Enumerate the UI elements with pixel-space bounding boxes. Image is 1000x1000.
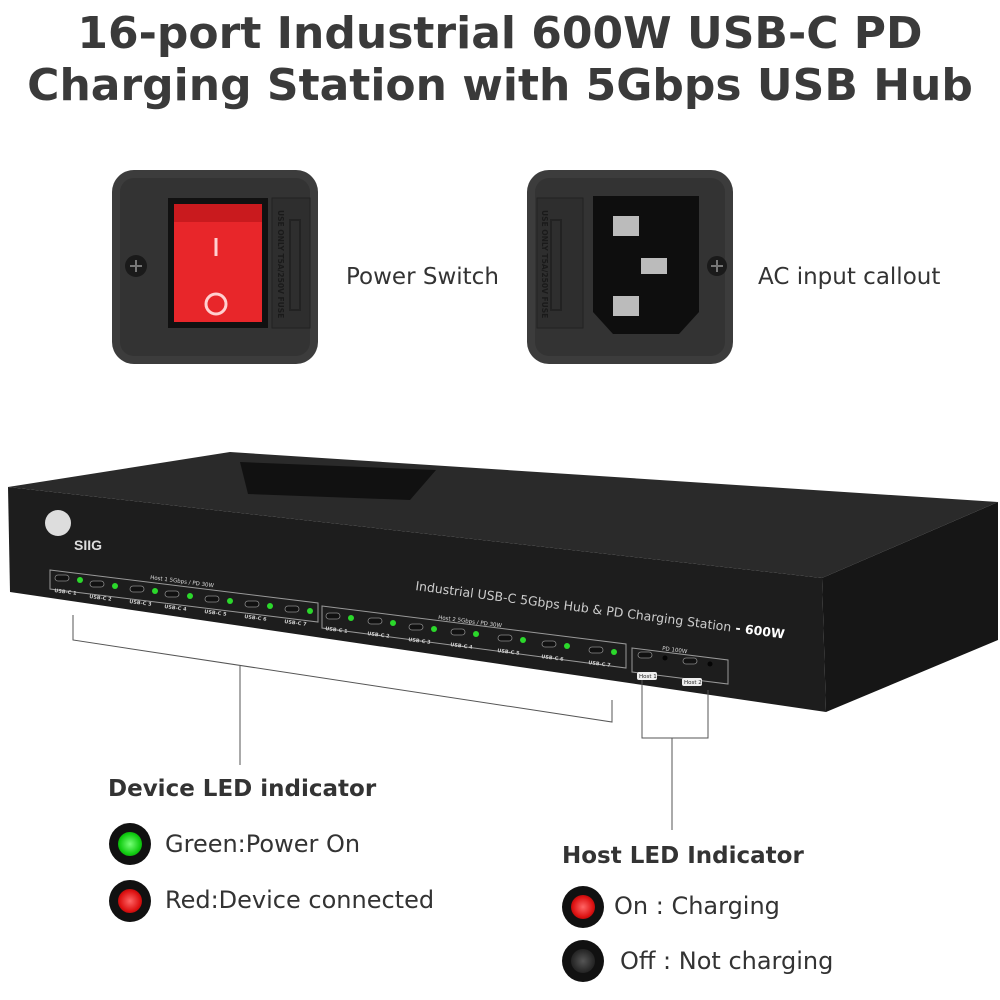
port-label: USB-C 1 — [54, 588, 78, 597]
usb-c-port[interactable] — [164, 590, 180, 598]
usb-c-port[interactable] — [541, 640, 557, 648]
brand-logo: SIIG — [74, 537, 102, 553]
usb-c-port[interactable] — [244, 600, 260, 608]
device-side-face — [822, 502, 998, 712]
usb-c-port[interactable] — [588, 646, 604, 654]
device-led-green — [267, 603, 273, 609]
host-on-led-icon — [562, 886, 604, 928]
title-line-1: 16-port Industrial 600W USB-C PD — [77, 8, 923, 59]
port-label: USB-C 7 — [588, 660, 612, 669]
power-switch-closeup: USE ONLY T5A/250V FUSE — [112, 170, 318, 364]
host-on-text: On : Charging — [614, 892, 780, 920]
wattage-text: - 600W — [730, 620, 785, 642]
device-led-green — [152, 588, 158, 594]
host-off-led-icon — [562, 940, 604, 982]
port-label: USB-C 2 — [367, 631, 391, 640]
ac-fuse-label: USE ONLY T5A/250V FUSE — [540, 210, 549, 318]
port-label: USB-C 3 — [129, 599, 153, 608]
device-led-green — [348, 615, 354, 621]
port-label: USB-C 6 — [541, 654, 565, 663]
green-led-text: Green:Power On — [165, 830, 361, 858]
device-front-face — [8, 487, 826, 712]
device-led-green — [564, 643, 570, 649]
port-label: USB-C 5 — [204, 609, 228, 618]
port-group-1-outline — [49, 569, 319, 623]
siig-logo-icon — [45, 510, 71, 536]
page-title: 16-port Industrial 600W USB-C PD Chargin… — [0, 8, 1000, 112]
red-led-icon — [109, 880, 151, 922]
ac-input-closeup: USE ONLY T5A/250V FUSE — [527, 170, 733, 364]
device-led-green — [431, 626, 437, 632]
fuse-label: USE ONLY T5A/250V FUSE — [276, 210, 285, 318]
device-led-green — [390, 620, 396, 626]
device-led-bracket — [72, 615, 613, 723]
usb-c-port[interactable] — [408, 623, 424, 631]
device-led-green — [77, 577, 83, 583]
port-label: USB-C 4 — [164, 604, 188, 613]
usb-c-port[interactable] — [129, 585, 145, 593]
host-led-bracket — [641, 680, 709, 739]
red-led-text: Red:Device connected — [165, 886, 435, 914]
device-led-green — [611, 649, 617, 655]
port-label: USB-C 2 — [89, 594, 113, 603]
host-label-badge — [637, 672, 657, 680]
host-led-heading: Host LED Indicator — [562, 843, 804, 869]
port-label: USB-C 7 — [284, 619, 308, 628]
vent-grille — [240, 462, 436, 500]
port-label: USB-C 6 — [244, 614, 268, 623]
port-label: USB-C 5 — [497, 648, 521, 657]
host-group-label: PD 100W — [662, 646, 688, 655]
port-label: USB-C 3 — [408, 637, 432, 646]
usb-c-port[interactable] — [325, 612, 341, 620]
usb-c-port[interactable] — [204, 595, 220, 603]
device-led-green — [307, 608, 313, 614]
device-led-green — [112, 583, 118, 589]
ac-input-label: AC input callout — [758, 264, 941, 290]
host-off-text: Off : Not charging — [620, 947, 834, 975]
usb-c-port[interactable] — [89, 580, 105, 588]
host-led-off — [707, 661, 713, 667]
host-label: Host 1 — [639, 674, 657, 680]
port-group-2-outline — [321, 605, 627, 669]
device-led-green — [227, 598, 233, 604]
device-led-green — [187, 593, 193, 599]
host-label: Host 2 — [684, 680, 702, 686]
host-led-off — [662, 655, 668, 661]
device-led-heading: Device LED indicator — [108, 776, 377, 802]
port-label: USB-C 4 — [450, 642, 474, 651]
title-line-2: Charging Station with 5Gbps USB Hub — [27, 60, 973, 111]
host-label-badge — [682, 678, 702, 686]
green-led-icon — [109, 823, 151, 865]
power-switch-label: Power Switch — [346, 264, 499, 290]
host-usb-c-port[interactable] — [682, 657, 698, 665]
usb-c-port[interactable] — [284, 605, 300, 613]
port-label: USB-C 1 — [325, 626, 349, 635]
usb-c-port[interactable] — [497, 634, 513, 642]
device-led-green — [520, 637, 526, 643]
device-led-green — [473, 631, 479, 637]
usb-c-port[interactable] — [450, 628, 466, 636]
usb-c-port[interactable] — [367, 617, 383, 625]
usb-c-port[interactable] — [54, 574, 70, 582]
host-port-group-outline — [631, 647, 729, 685]
host-usb-c-port[interactable] — [637, 651, 653, 659]
